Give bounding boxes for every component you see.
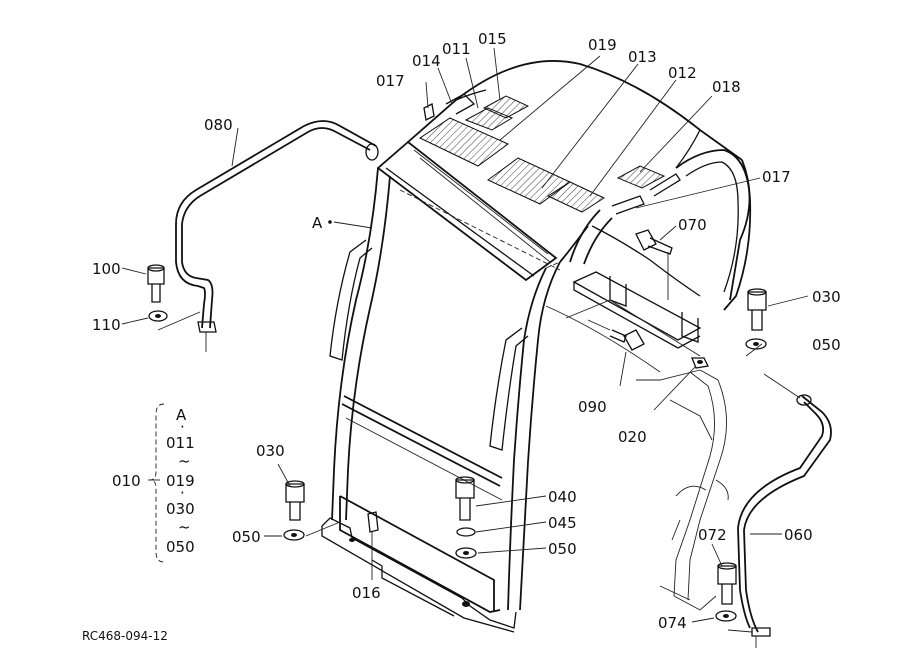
part-016 [349,511,470,607]
assembly-bracket-010: 010 A · 011 ~ 019 · 030 ~ 050 [112,403,195,563]
callout-074: 074 [658,614,687,632]
assembly-line-4: ~ [178,452,191,470]
callout-070: 070 [678,216,707,234]
callout-110: 110 [92,316,121,334]
assembly-line-9: 050 [166,538,195,556]
callout-030-right: 030 [812,288,841,306]
assembly-line-6: · [180,484,185,502]
assembly-line-3: 011 [166,434,195,452]
rail-080 [175,120,379,352]
callout-011: 011 [442,40,471,58]
callout-019: 019 [588,36,617,54]
assembly-label: 010 [112,472,141,490]
callout-013: 013 [628,48,657,66]
leader-lines [121,47,809,633]
nut-020 [691,357,709,369]
callout-020: 020 [618,428,647,446]
roof-clips [423,93,681,215]
decal-panels [418,95,666,213]
callout-045: 045 [548,514,577,532]
bolt-040 [455,476,477,559]
bolt-072 [715,562,737,622]
callout-015: 015 [478,30,507,48]
callout-072: 072 [698,526,727,544]
callout-050-right: 050 [812,336,841,354]
callout-060: 060 [784,526,813,544]
assembly-line-2: · [180,418,185,436]
assembly-line-8: ~ [178,518,191,536]
callout-050-left: 050 [232,528,261,546]
callout-040: 040 [548,488,577,506]
bolt-100 [147,264,168,322]
callout-016: 016 [352,584,381,602]
callout-018: 018 [712,78,741,96]
callout-ref-a: A [312,214,323,232]
callout-014: 014 [412,52,441,70]
assembly-line-5: 019 [166,472,195,490]
assembly-line-7: 030 [166,500,195,518]
callout-090: 090 [578,398,607,416]
callout-050-mid: 050 [548,540,577,558]
callout-labels: 015 011 014 017 019 013 012 018 017 080 … [92,30,841,632]
bolt-070 [635,229,673,300]
callout-017-right: 017 [762,168,791,186]
callout-080: 080 [204,116,233,134]
callout-012: 012 [668,64,697,82]
callout-100: 100 [92,260,121,278]
canopy-frame [321,60,752,633]
assembly-line-1: A [176,406,187,424]
callout-017-top: 017 [376,72,405,90]
rail-060 [737,394,832,648]
bolt-030-left [283,480,305,541]
ref-a-dot [328,220,332,224]
bolt-090 [587,319,645,351]
bolt-030-right [745,288,767,350]
callout-030-left: 030 [256,442,285,460]
drawing-id: RC468-094-12 [82,629,168,643]
